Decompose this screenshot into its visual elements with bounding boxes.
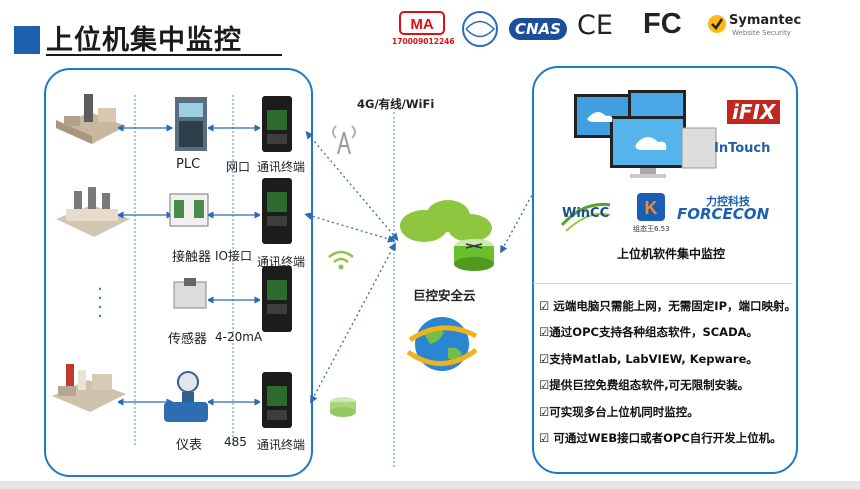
symantec-logo: Symantec — [729, 13, 802, 28]
factory-icon — [56, 94, 126, 144]
device-label-contactor: 接触器 — [172, 250, 212, 265]
ifix-logo: iFIX — [727, 100, 781, 124]
divider — [533, 283, 793, 284]
title-underline — [46, 54, 282, 56]
port-label-io: IO接口 — [215, 249, 252, 263]
port-label-485: 485 — [224, 435, 247, 449]
factory-icon — [52, 364, 126, 412]
port-label-ethernet: 网口 — [226, 160, 251, 174]
contactor-icon — [169, 193, 209, 227]
kingview-logo-icon: K — [637, 193, 665, 221]
device-label-plc: PLC — [176, 157, 201, 172]
page-title: 上位机集中监控 — [46, 25, 242, 56]
feature-item: ☑支持Matlab, LabVIEW, Kepware。 — [539, 352, 758, 366]
port-label-analog: 4-20mA — [215, 330, 263, 344]
feature-item: ☑通过OPC支持各种组态软件，SCADA。 — [539, 325, 759, 339]
svg-text:MA: MA — [410, 16, 433, 33]
ce-logo: CE — [577, 10, 613, 41]
globe-icon — [406, 317, 478, 371]
feature-item: ☑ 远端电脑只需能上网，无需固定IP，端口映射。 — [539, 299, 797, 313]
forcecon-logo: FORCECON — [677, 205, 770, 223]
terminal-label: 通讯终端 — [257, 438, 306, 452]
terminal-device — [262, 372, 292, 428]
plc-icon — [175, 97, 207, 151]
device-label-sensor: 传感器 — [168, 332, 208, 347]
sensor-icon — [173, 278, 207, 309]
fc-logo: FC — [643, 8, 682, 40]
factory-links — [118, 124, 173, 406]
device-label-meter: 仪表 — [176, 438, 203, 453]
terminal-device — [262, 96, 292, 152]
wireless-links — [304, 131, 540, 404]
cloud-router-icon — [400, 200, 494, 271]
feature-item: ☑可实现多台上位机同时监控。 — [539, 405, 699, 419]
symantec-check-icon — [708, 15, 726, 33]
software-caption: 上位机软件集中监控 — [617, 247, 726, 261]
factory-icon — [56, 187, 130, 237]
title-accent-block — [14, 26, 40, 54]
feature-item: ☑ 可通过WEB接口或者OPC自行开发上位机。 — [539, 431, 782, 445]
wincc-swoosh-icon — [560, 202, 611, 232]
cloud-label: 巨控安全云 — [413, 288, 476, 303]
cma-logo-icon: MA — [399, 11, 445, 35]
network-label: 4G/有线/WiFi — [357, 97, 435, 111]
terminal-device — [262, 266, 292, 332]
more-devices-dots: ···· — [97, 279, 103, 327]
computers-icon — [574, 90, 717, 178]
dotted-line — [134, 95, 136, 445]
feature-item: ☑提供巨控免费组态软件,可无限制安装。 — [539, 378, 750, 392]
kingview-version: 组态王6.53 — [633, 225, 670, 233]
forcecon-cn: 力控科技 — [706, 195, 750, 208]
symantec-sub: Website Security — [732, 29, 791, 37]
cma-code: 170009012246 — [392, 37, 455, 46]
cnas-logo: CNAS — [509, 18, 567, 40]
terminal-label: 通讯终端 — [257, 255, 306, 269]
terminal-device — [262, 178, 292, 244]
svg-text:K: K — [645, 198, 658, 218]
terminal-label: 通讯终端 — [257, 160, 306, 174]
wincc-logo: WinCC — [562, 206, 610, 221]
device-links — [208, 124, 260, 406]
dotted-line — [232, 95, 234, 445]
intouch-logo: InTouch — [714, 141, 771, 156]
meter-icon — [164, 371, 208, 422]
ilac-mra-logo-icon — [462, 11, 498, 47]
footer-bar — [0, 481, 860, 489]
